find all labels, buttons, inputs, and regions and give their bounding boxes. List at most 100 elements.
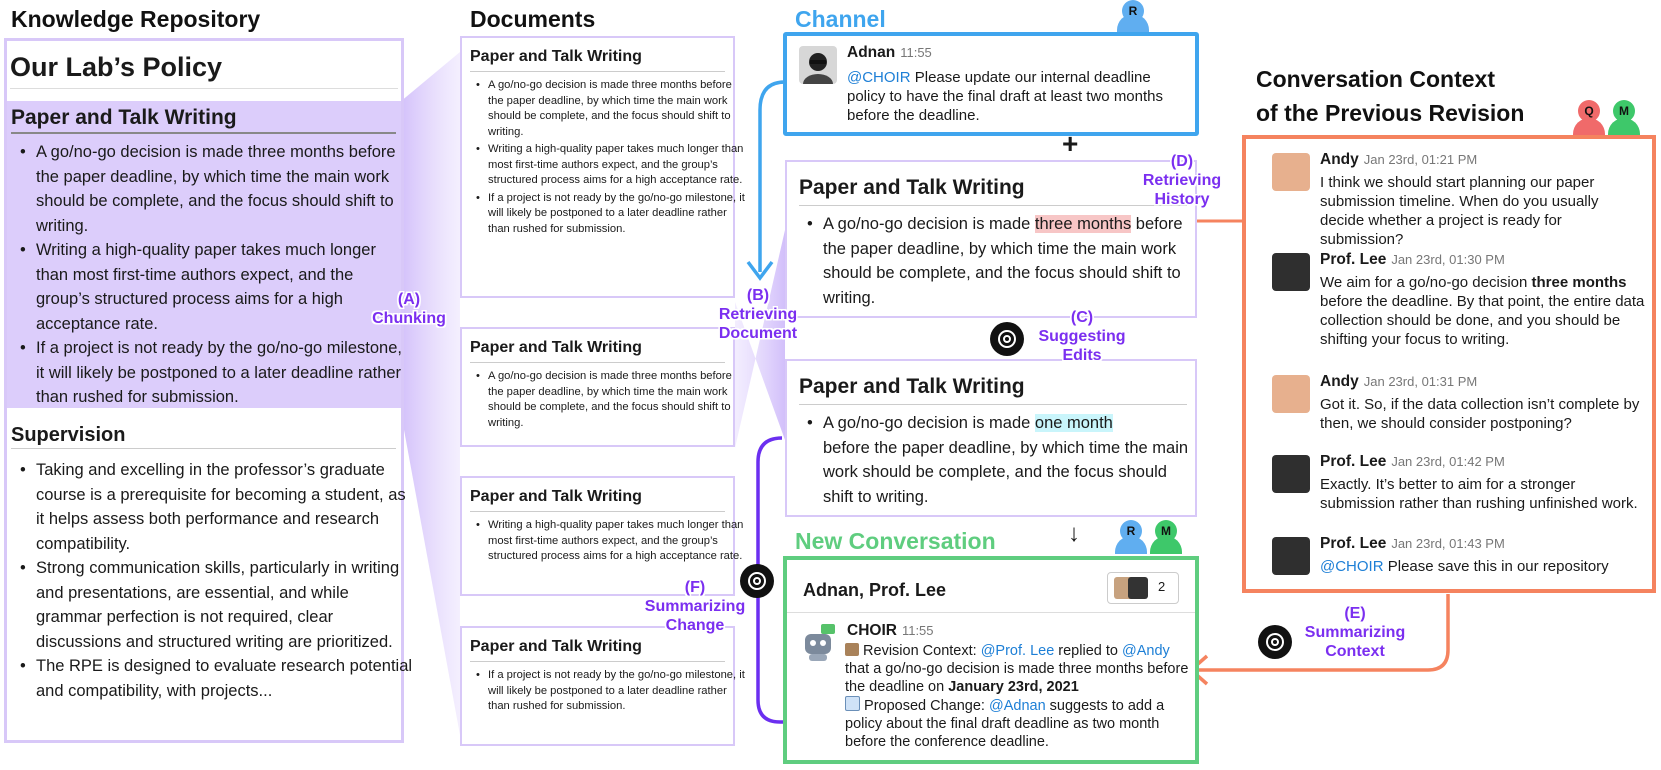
divider xyxy=(11,448,396,449)
list-item: Writing a high-quality paper takes much … xyxy=(476,142,746,189)
message-time: 11:55 xyxy=(900,45,932,60)
edit-title: Paper and Talk Writing xyxy=(799,176,1025,199)
documents-header: Documents xyxy=(470,6,596,32)
highlight-added: one month xyxy=(1034,414,1113,432)
context-header-line1: Conversation Context xyxy=(1256,66,1495,92)
document-title: Paper and Talk Writing xyxy=(470,638,642,655)
knowledge-repository-header: Knowledge Repository xyxy=(11,6,261,32)
message-text: I think we should start planning our pap… xyxy=(1320,174,1599,248)
sender-name: CHOIR xyxy=(847,622,897,639)
user-badge-r: R xyxy=(1117,0,1149,32)
divider xyxy=(470,71,725,72)
down-arrow: ↓ xyxy=(1068,520,1080,547)
divider xyxy=(11,132,396,134)
user-badge-q: Q xyxy=(1573,100,1605,136)
edit-text: A go/no-go decision is made three months… xyxy=(823,215,1183,307)
list-item: A go/no-go decision is made three months… xyxy=(20,140,408,238)
edit-card-after: Paper and Talk Writing • A go/no-go deci… xyxy=(785,359,1197,517)
repository-section-list: A go/no-go decision is made three months… xyxy=(12,140,408,410)
document-list: A go/no-go decision is made three months… xyxy=(470,78,746,239)
avatar xyxy=(1128,577,1148,599)
message-text: @CHOIR Please update our internal deadli… xyxy=(847,69,1164,124)
mention-link[interactable]: @Adnan xyxy=(988,698,1046,714)
list-item: Taking and excelling in the professor’s … xyxy=(20,458,416,556)
context-arrow xyxy=(1195,594,1450,672)
document-chunk: Paper and Talk Writing Writing a high-qu… xyxy=(460,476,743,596)
change-arrow xyxy=(756,436,828,724)
bullet: • xyxy=(807,414,813,432)
message-text: @CHOIR Please save this in our repositor… xyxy=(1320,558,1609,575)
retrieve-arrow xyxy=(758,80,786,272)
repository-section-title: Paper and Talk Writing xyxy=(11,106,237,129)
chunking-funnel xyxy=(400,52,460,735)
list-item: Writing a high-quality paper takes much … xyxy=(476,518,746,565)
plus-sign: + xyxy=(1062,128,1079,159)
avatar xyxy=(799,46,837,84)
member-count-button[interactable]: 2 xyxy=(1107,572,1179,604)
sender-name: Adnan xyxy=(847,44,896,61)
scroll-icon xyxy=(845,643,859,656)
user-badge-m: M xyxy=(1150,520,1182,556)
list-item: Writing a high-quality paper takes much … xyxy=(20,238,408,336)
revision-context-text: Revision Context: @Prof. Lee replied to … xyxy=(845,643,1189,695)
highlight-removed: three months xyxy=(1034,215,1132,233)
context-header-line2: of the Previous Revision xyxy=(1256,100,1525,126)
channel-message-box: Adnan 11:55 @CHOIR Please update our inte… xyxy=(783,32,1199,136)
avatar xyxy=(1272,455,1310,493)
divider xyxy=(470,511,725,512)
choir-bot-icon xyxy=(799,622,839,662)
document-list: Writing a high-quality paper takes much … xyxy=(470,518,746,567)
divider xyxy=(470,661,725,662)
new-conversation-box: Adnan, Prof. Lee 2 CHOIR 11:55 Revision C… xyxy=(783,556,1199,764)
message-text: We aim for a go/no-go decision three mon… xyxy=(1320,274,1645,348)
bullet: • xyxy=(807,215,813,233)
document-list: If a project is not ready by the go/no-g… xyxy=(470,668,746,717)
list-item: Strong communication skills, particularl… xyxy=(20,556,416,654)
repository-section-list: Taking and excelling in the professor’s … xyxy=(12,458,416,703)
document-chunk: Paper and Talk Writing A go/no-go decisi… xyxy=(460,327,735,447)
document-title: Paper and Talk Writing xyxy=(470,48,642,65)
user-badge-m: M xyxy=(1608,100,1640,136)
llm-icon xyxy=(990,322,1024,356)
avatar xyxy=(1272,253,1310,291)
divider xyxy=(787,612,1195,613)
conversation-participants: Adnan, Prof. Lee xyxy=(803,580,947,600)
document-title: Paper and Talk Writing xyxy=(470,339,642,356)
divider xyxy=(470,362,725,363)
message-time: 11:55 xyxy=(901,623,934,638)
document-title: Paper and Talk Writing xyxy=(470,488,642,505)
message-text: Exactly. It’s better to aim for a strong… xyxy=(1320,476,1638,512)
retrieve-arrowhead xyxy=(746,260,774,281)
mention-link[interactable]: @CHOIR xyxy=(1320,558,1384,575)
member-count: 2 xyxy=(1158,579,1166,594)
list-item: The RPE is designed to evaluate research… xyxy=(20,654,416,703)
user-badge-r: R xyxy=(1115,520,1147,556)
avatar xyxy=(1272,375,1310,413)
message-header: CHOIR 11:55 xyxy=(847,622,934,640)
retrieving-funnel xyxy=(735,230,785,448)
repository-title: Our Lab’s Policy xyxy=(10,52,223,82)
list-item: A go/no-go decision is made three months… xyxy=(476,78,746,140)
channel-header: Channel xyxy=(795,6,886,32)
mention-link[interactable]: @Andy xyxy=(1121,643,1170,659)
refresh-icon xyxy=(845,696,860,711)
list-item: A go/no-go decision is made three months… xyxy=(476,369,746,431)
mention-link[interactable]: @Prof. Lee xyxy=(980,643,1055,659)
new-conversation-header: New Conversation xyxy=(795,528,996,554)
proposed-change-text: Proposed Change: @Adnan suggests to add … xyxy=(845,696,1165,750)
divider xyxy=(10,88,398,89)
mention-link[interactable]: @CHOIR xyxy=(847,69,911,86)
llm-icon xyxy=(1258,625,1292,659)
list-item: If a project is not ready by the go/no-g… xyxy=(476,668,746,715)
avatar xyxy=(1272,153,1310,191)
